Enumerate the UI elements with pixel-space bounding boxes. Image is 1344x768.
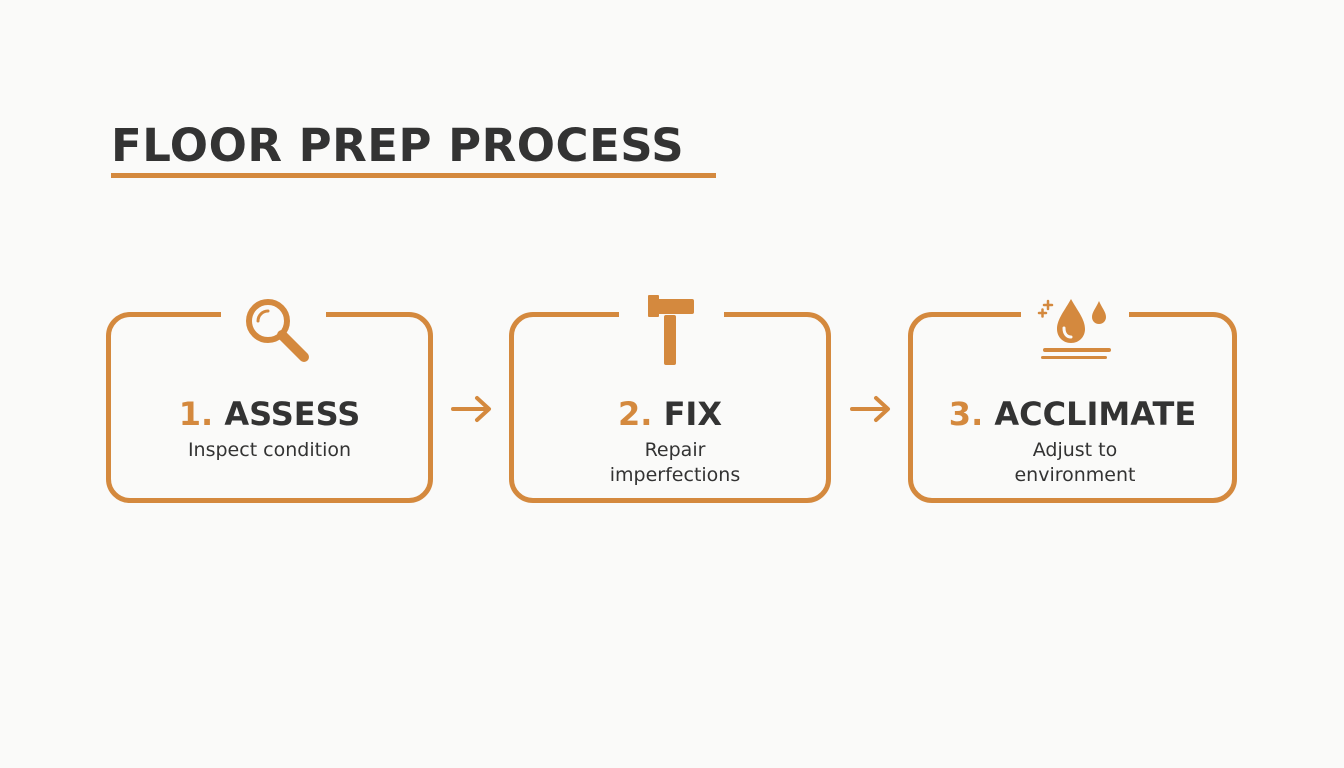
arrow-right-icon	[451, 396, 491, 422]
page-title: FLOOR PREP PROCESS	[111, 119, 685, 172]
water-drops-icon	[1037, 299, 1111, 359]
step-number: 1.	[178, 395, 214, 433]
hammer-icon	[648, 295, 694, 365]
step-description: Inspect condition	[187, 439, 352, 461]
step-name: ACCLIMATE	[994, 395, 1197, 433]
step-name: FIX	[663, 395, 722, 433]
step-heading: 3. ACCLIMATE	[913, 394, 1232, 434]
step-description: Repair imperfections	[609, 439, 741, 486]
step-card-acclimate: 3. ACCLIMATE Adjust to environment	[908, 299, 1237, 503]
step-number: 3.	[948, 395, 984, 433]
step-heading: 2. FIX	[514, 394, 826, 434]
step-number: 2.	[618, 395, 653, 433]
arrow-right-icon	[850, 396, 890, 422]
step-card-assess: 1. ASSESS Inspect condition	[106, 299, 433, 503]
step-card-fix: 2. FIX Repair imperfections	[509, 295, 831, 503]
step-heading: 1. ASSESS	[111, 394, 428, 434]
step-description: Adjust to environment	[1014, 439, 1136, 486]
magnifying-glass-icon	[246, 299, 309, 362]
step-name: ASSESS	[224, 395, 361, 433]
title-underline	[111, 173, 716, 178]
